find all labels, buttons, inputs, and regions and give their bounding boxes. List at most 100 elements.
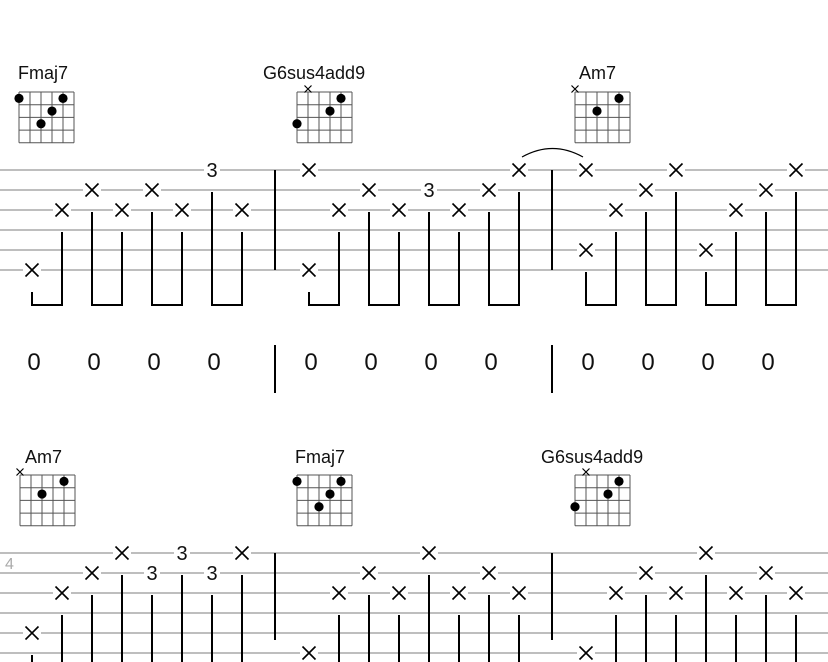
chord-diagram xyxy=(16,468,76,527)
dead-note-icon xyxy=(421,545,437,561)
dead-note-icon xyxy=(84,182,100,198)
dead-note-icon xyxy=(728,202,744,218)
dead-note-icon xyxy=(24,262,40,278)
dead-note-icon xyxy=(638,182,654,198)
dead-note-icon xyxy=(668,585,684,601)
dead-note-icon xyxy=(511,162,527,178)
muted-string-icon xyxy=(571,85,579,93)
dead-note-icon xyxy=(451,585,467,601)
measure: Fmaj7 3 0 0 0 0 xyxy=(14,63,251,376)
beat-count: 0 xyxy=(484,349,497,376)
beat-count: 0 xyxy=(147,349,160,376)
chord-name: Fmaj7 xyxy=(295,447,345,467)
dead-note-icon xyxy=(608,202,624,218)
dead-note-icon xyxy=(24,625,40,641)
dead-note-icon xyxy=(481,565,497,581)
dead-note-icon xyxy=(144,182,160,198)
fret-number: 3 xyxy=(423,180,434,202)
measure: Am7 0 0 0 0 xyxy=(571,63,805,376)
chord-dot xyxy=(614,476,624,486)
measure: G6sus4add9 xyxy=(541,447,805,662)
chord-name: Am7 xyxy=(579,63,616,83)
chord-dot xyxy=(336,476,346,486)
beat-count: 0 xyxy=(207,349,220,376)
dead-note-icon xyxy=(788,585,804,601)
dead-note-icon xyxy=(331,585,347,601)
beat-count: 0 xyxy=(304,349,317,376)
note-bg xyxy=(204,564,220,582)
dead-note-icon xyxy=(578,242,594,258)
chord-diagram xyxy=(570,468,631,527)
chord-dot xyxy=(325,106,335,116)
note-bg xyxy=(144,564,160,582)
chord-name: G6sus4add9 xyxy=(263,63,365,83)
fret-number: 3 xyxy=(176,543,187,565)
dead-note-icon xyxy=(234,202,250,218)
dead-note-icon xyxy=(578,645,594,661)
chord-dot xyxy=(36,119,46,129)
note-bg xyxy=(204,161,220,179)
dead-note-icon xyxy=(361,565,377,581)
beat-count: 0 xyxy=(27,349,40,376)
muted-string-icon xyxy=(304,85,312,93)
chord-diagram xyxy=(292,474,353,527)
chord-dot xyxy=(603,489,613,499)
fret-number: 3 xyxy=(206,160,217,182)
dead-note-icon xyxy=(114,202,130,218)
dead-note-icon xyxy=(234,545,250,561)
chord-name: Fmaj7 xyxy=(18,63,68,83)
chord-dot xyxy=(292,119,302,129)
chord-dot xyxy=(37,489,47,499)
beat-count: 0 xyxy=(761,349,774,376)
dead-note-icon xyxy=(608,585,624,601)
dead-note-icon xyxy=(758,565,774,581)
dead-note-icon xyxy=(481,182,497,198)
chord-dot xyxy=(614,93,624,103)
dead-note-icon xyxy=(788,162,804,178)
beat-count: 0 xyxy=(87,349,100,376)
fret-number: 3 xyxy=(146,563,157,585)
muted-string-icon xyxy=(16,468,24,476)
dead-note-icon xyxy=(668,162,684,178)
dead-note-icon xyxy=(301,262,317,278)
dead-note-icon xyxy=(698,545,714,561)
chord-dot xyxy=(570,502,580,512)
measure-number: 4 xyxy=(5,556,14,573)
beat-count: 0 xyxy=(581,349,594,376)
dead-note-icon xyxy=(758,182,774,198)
dead-note-icon xyxy=(391,202,407,218)
note-bg xyxy=(421,181,437,199)
dead-note-icon xyxy=(84,565,100,581)
dead-note-icon xyxy=(174,202,190,218)
dead-note-icon xyxy=(301,645,317,661)
beat-count: 0 xyxy=(641,349,654,376)
dead-note-icon xyxy=(391,585,407,601)
chord-dot xyxy=(336,93,346,103)
chord-dot xyxy=(292,476,302,486)
chord-name: G6sus4add9 xyxy=(541,447,643,467)
dead-note-icon xyxy=(114,545,130,561)
tie-arc xyxy=(521,148,584,158)
dead-note-icon xyxy=(301,162,317,178)
chord-dot xyxy=(325,489,335,499)
muted-string-icon xyxy=(582,468,590,476)
chord-diagram xyxy=(292,85,353,144)
chord-dot xyxy=(14,93,24,103)
fret-number: 3 xyxy=(206,563,217,585)
beat-count: 0 xyxy=(364,349,377,376)
beat-count: 0 xyxy=(701,349,714,376)
chord-dot xyxy=(47,106,57,116)
chord-name: Am7 xyxy=(25,447,62,467)
chord-dot xyxy=(592,106,602,116)
measure: Fmaj7 xyxy=(292,447,528,662)
chord-dot xyxy=(59,476,69,486)
dead-note-icon xyxy=(638,565,654,581)
dead-note-icon xyxy=(698,242,714,258)
dead-note-icon xyxy=(451,202,467,218)
dead-note-icon xyxy=(54,585,70,601)
